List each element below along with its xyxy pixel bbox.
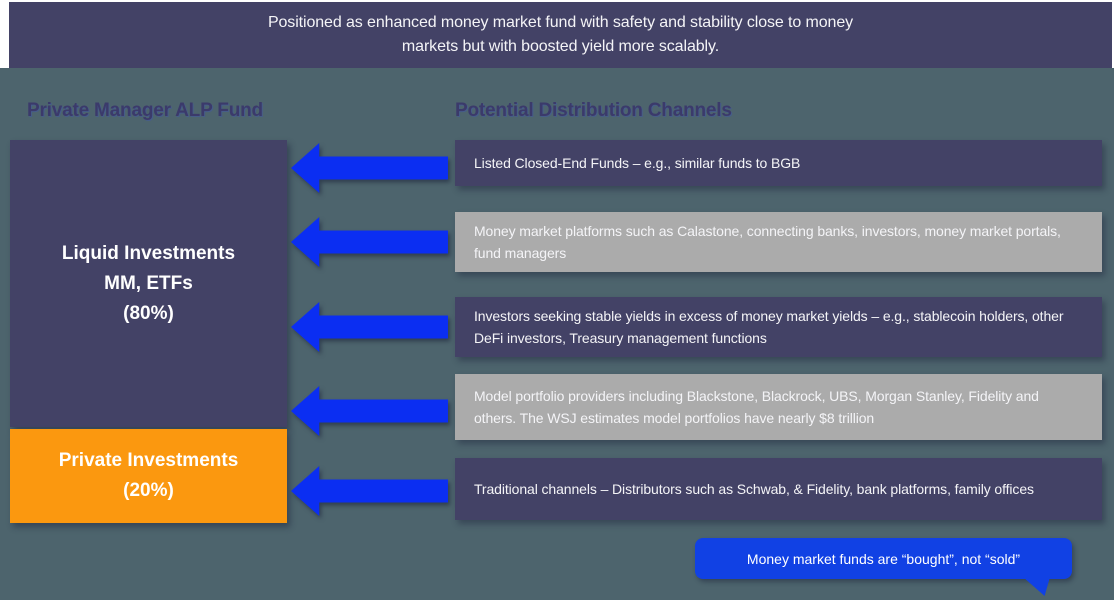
left-arrow-icon bbox=[291, 466, 448, 516]
liquid-box-line-3: (80%) bbox=[123, 302, 174, 324]
left-arrow-icon bbox=[291, 386, 448, 436]
right-column-header: Potential Distribution Channels bbox=[455, 100, 732, 121]
left-arrow-icon bbox=[291, 217, 448, 267]
left-column-header: Private Manager ALP Fund bbox=[27, 100, 263, 121]
banner-line-1: Positioned as enhanced money market fund… bbox=[267, 14, 854, 31]
channel-box-traditional-channels: Traditional channels – Distributors such… bbox=[455, 458, 1102, 520]
arrow-shape bbox=[291, 302, 448, 352]
channel-text: Investors seeking stable yields in exces… bbox=[474, 308, 1064, 346]
channel-box-money-market-platforms: Money market platforms such as Calastone… bbox=[455, 212, 1102, 272]
arrow-shape bbox=[291, 386, 448, 436]
channel-box-listed-closed-end-funds: Listed Closed-End Funds – e.g., similar … bbox=[455, 140, 1102, 186]
left-arrow-icon bbox=[291, 143, 448, 193]
arrow-shape bbox=[291, 217, 448, 267]
callout-text: Money market funds are “bought”, not “so… bbox=[746, 550, 1021, 567]
private-investments-box: Private Investments (20%) bbox=[10, 429, 287, 523]
liquid-investments-box: Liquid Investments MM, ETFs (80%) bbox=[10, 140, 287, 427]
top-banner: Positioned as enhanced money market fund… bbox=[9, 2, 1112, 68]
banner-line-2: markets but with boosted yield more scal… bbox=[401, 38, 720, 55]
channel-text: Money market platforms such as Calastone… bbox=[474, 223, 1061, 261]
private-box-line-1: Private Investments bbox=[58, 450, 239, 471]
callout-bubble: Money market funds are “bought”, not “so… bbox=[695, 538, 1072, 579]
channel-text: Traditional channels – Distributors such… bbox=[474, 481, 1034, 497]
arrow-shape bbox=[291, 466, 448, 516]
private-box-line-2: (20%) bbox=[123, 480, 174, 501]
channel-text: Listed Closed-End Funds – e.g., similar … bbox=[474, 155, 801, 171]
liquid-box-line-1: Liquid Investments bbox=[61, 242, 236, 264]
channel-text: Model portfolio providers including Blac… bbox=[474, 388, 1039, 426]
channel-box-investors-seeking-stable-yields: Investors seeking stable yields in exces… bbox=[455, 297, 1102, 357]
arrow-shape bbox=[291, 143, 448, 193]
left-arrow-icon bbox=[291, 302, 448, 352]
liquid-box-line-2: MM, ETFs bbox=[104, 272, 193, 294]
channel-box-model-portfolio-providers: Model portfolio providers including Blac… bbox=[455, 374, 1102, 440]
